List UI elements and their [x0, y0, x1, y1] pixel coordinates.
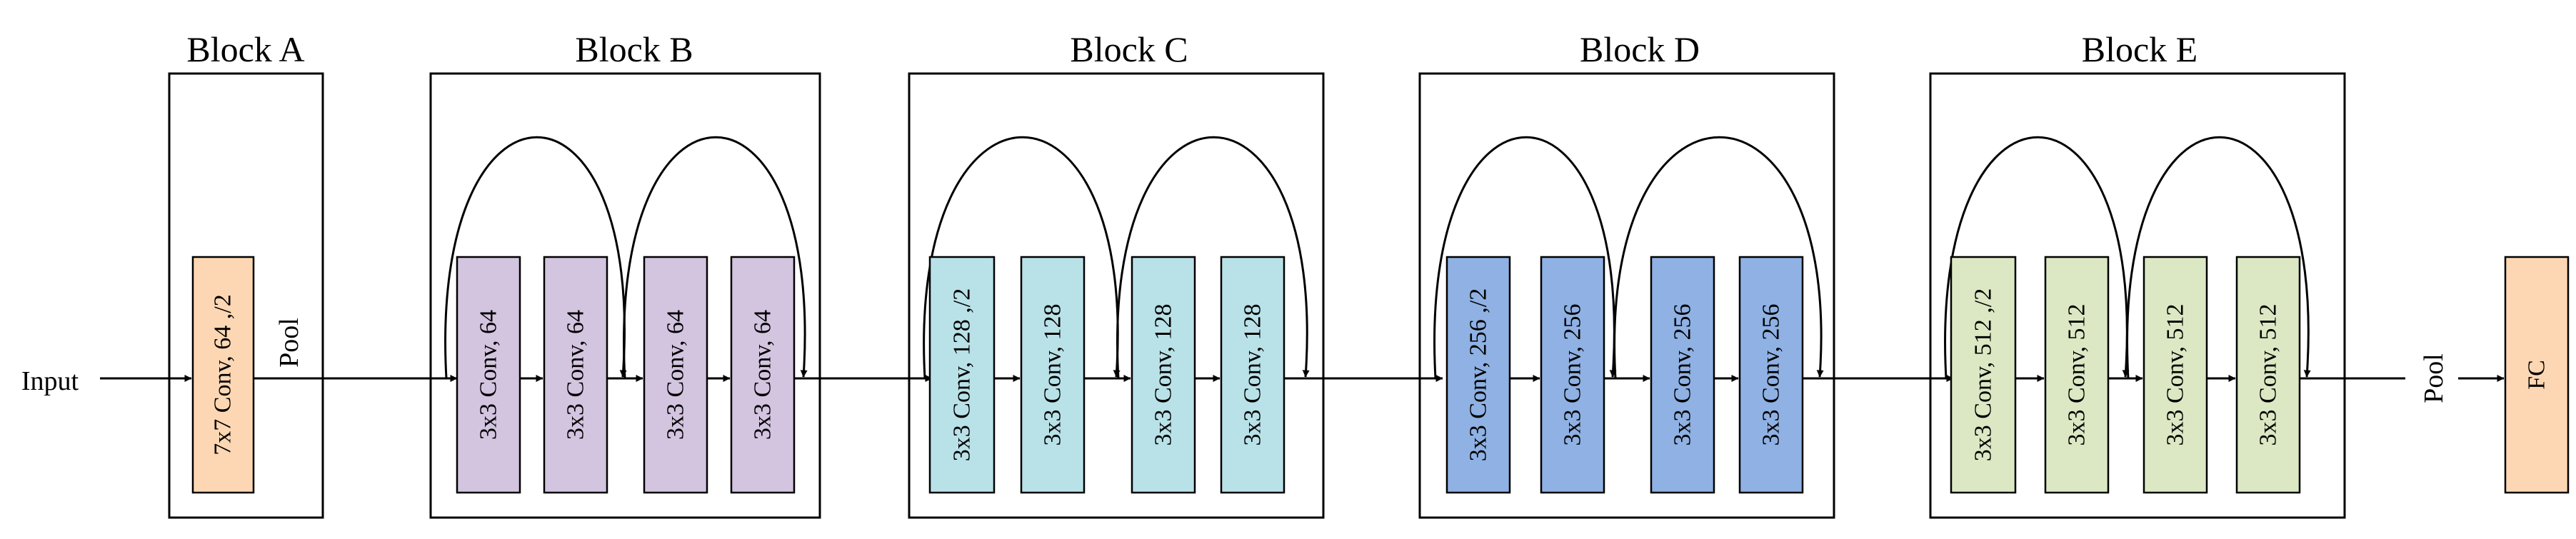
block-c-layer-2-label: 3x3 Conv, 128 — [1040, 304, 1066, 446]
block-d-layer-3-label: 3x3 Conv, 256 — [1670, 304, 1696, 446]
block-c-frame — [908, 72, 1325, 519]
block-b-frame — [429, 72, 821, 519]
block-e-layer-4-label: 3x3 Conv, 512 — [2255, 304, 2282, 446]
block-c-layer-3 — [1131, 256, 1196, 494]
final-pool-label: Pool — [2419, 353, 2449, 403]
block-e-layer-2 — [2044, 256, 2110, 494]
block-b-layer-4-label: 3x3 Conv, 64 — [750, 310, 776, 440]
block-d: Block D 3x3 Conv, 256 ,/2 3x3 Conv, 256 … — [1418, 29, 1954, 519]
block-c-layer-1 — [928, 256, 996, 494]
block-e-frame — [1929, 72, 2346, 519]
block-d-layer-4-label: 3x3 Conv, 256 — [1758, 304, 1785, 446]
block-e-layer-2-label: 3x3 Conv, 512 — [2064, 304, 2090, 446]
block-b: Block B 3x3 Conv, 64 3x3 Conv, 64 3x3 Co… — [429, 29, 933, 519]
block-d-frame — [1418, 72, 1835, 519]
block-e-layer-3-label: 3x3 Conv, 512 — [2162, 304, 2189, 446]
block-d-layer-4 — [1738, 256, 1804, 494]
block-b-layer-3 — [643, 256, 708, 494]
block-d-layer-1 — [1445, 256, 1511, 494]
block-b-layer-2-label: 3x3 Conv, 64 — [563, 310, 589, 440]
block-c-layer-2 — [1020, 256, 1086, 494]
block-a-layer-1-label: 7x7 Conv, 64 ,/2 — [210, 294, 236, 455]
block-c-skip-2 — [1116, 136, 1310, 379]
block-b-layer-4 — [730, 256, 796, 494]
block-d-skip-1 — [1433, 136, 1617, 379]
block-b-layer-2 — [543, 256, 608, 494]
input-label: Input — [21, 366, 79, 396]
block-e-skip-2 — [2126, 136, 2311, 379]
block-a-title: Block A — [186, 29, 304, 69]
block-a-layer-1 — [191, 256, 255, 494]
block-b-skip-2 — [623, 136, 808, 379]
block-c-layer-4-label: 3x3 Conv, 128 — [1240, 304, 1266, 446]
block-a-frame — [168, 72, 324, 519]
block-d-title: Block D — [1580, 29, 1700, 69]
block-d-skip-2 — [1613, 136, 1824, 379]
block-c-layer-4 — [1220, 256, 1286, 494]
block-e-title: Block E — [2082, 29, 2197, 69]
block-c-layer-1-label: 3x3 Conv, 128 ,/2 — [949, 288, 976, 461]
block-e-layer-4 — [2235, 256, 2301, 494]
block-e-layer-3 — [2143, 256, 2208, 494]
fc-label: FC — [2524, 360, 2550, 390]
block-a-pool-label: Pool — [274, 318, 304, 368]
block-d-layer-2-label: 3x3 Conv, 256 — [1560, 304, 1586, 446]
block-c: Block C 3x3 Conv, 128 ,/2 3x3 Conv, 128 … — [908, 29, 1443, 519]
block-e: Block E 3x3 Conv, 512 ,/2 3x3 Conv, 512 … — [1929, 29, 2405, 519]
block-b-layer-3-label: 3x3 Conv, 64 — [663, 310, 689, 440]
block-b-layer-1 — [456, 256, 521, 494]
block-b-title: Block B — [575, 29, 693, 69]
block-b-skip-1 — [444, 136, 627, 379]
block-a: Block A 7x7 Conv, 64 ,/2 Pool — [168, 29, 458, 519]
block-e-layer-1-label: 3x3 Conv, 512 ,/2 — [1970, 288, 1997, 461]
block-c-title: Block C — [1070, 29, 1188, 69]
block-d-layer-2 — [1540, 256, 1605, 494]
block-c-layer-3-label: 3x3 Conv, 128 — [1151, 304, 1177, 446]
fc-layer — [2504, 256, 2570, 494]
block-d-layer-3 — [1650, 256, 1715, 494]
block-d-layer-1-label: 3x3 Conv, 256 ,/2 — [1465, 288, 1492, 461]
block-e-layer-1 — [1950, 256, 2017, 494]
block-b-layer-1-label: 3x3 Conv, 64 — [476, 310, 502, 440]
